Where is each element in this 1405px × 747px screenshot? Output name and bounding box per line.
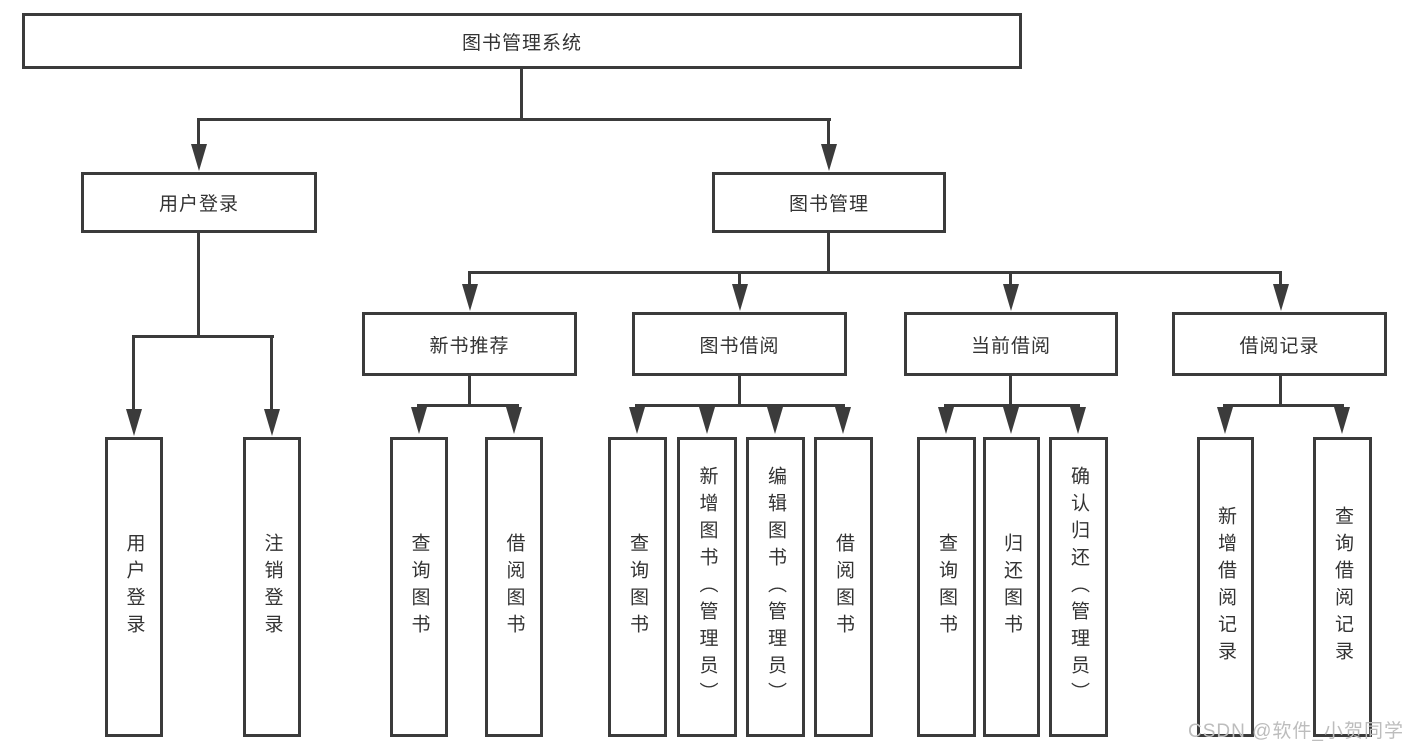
leaf-label: 新增图书（管理员） xyxy=(696,465,718,709)
connector-line xyxy=(738,271,741,289)
connector-line xyxy=(635,404,845,407)
connector-line xyxy=(197,118,200,152)
node-label: 图书借阅 xyxy=(699,335,780,357)
node-book-management: 图书管理 xyxy=(712,172,946,233)
arrow-down-icon xyxy=(1273,284,1289,311)
node-label: 图书管理 xyxy=(788,194,869,215)
leaf-label: 查询借阅记录 xyxy=(1332,506,1353,668)
leaf-label: 借阅图书 xyxy=(503,533,525,641)
leaf-query-books-current: 查询图书 xyxy=(917,437,976,737)
connector-line xyxy=(827,233,830,274)
arrow-down-icon xyxy=(732,284,748,311)
leaf-return-books: 归还图书 xyxy=(983,437,1040,737)
node-label: 图书管理系统 xyxy=(461,32,582,54)
node-root-system: 图书管理系统 xyxy=(22,13,1022,69)
leaf-query-books-borrow: 查询图书 xyxy=(608,437,667,737)
arrow-down-icon xyxy=(629,407,645,434)
arrow-down-icon xyxy=(835,407,851,434)
connector-line xyxy=(1009,271,1012,289)
arrow-down-icon xyxy=(191,144,207,171)
connector-line xyxy=(197,118,831,121)
arrow-down-icon xyxy=(1003,407,1019,434)
node-label: 新书推荐 xyxy=(429,335,510,357)
connector-line xyxy=(738,376,741,407)
leaf-confirm-return-admin: 确认归还（管理员） xyxy=(1049,437,1108,737)
node-label: 当前借阅 xyxy=(970,335,1051,357)
node-borrow-records: 借阅记录 xyxy=(1172,312,1387,376)
leaf-label: 编辑图书（管理员） xyxy=(765,465,786,709)
arrow-down-icon xyxy=(506,407,522,434)
arrow-down-icon xyxy=(126,409,142,436)
connector-line xyxy=(1279,271,1282,289)
connector-line xyxy=(270,335,273,413)
arrow-down-icon xyxy=(462,284,478,311)
leaf-label: 确认归还（管理员） xyxy=(1068,465,1089,709)
connector-line xyxy=(468,271,1282,274)
arrow-down-icon xyxy=(1003,284,1019,311)
connector-line xyxy=(468,271,471,289)
leaf-borrow-books-recommend: 借阅图书 xyxy=(485,437,543,737)
csdn-watermark: CSDN @软件_小贺同学 xyxy=(1188,721,1404,742)
arrow-down-icon xyxy=(1070,407,1086,434)
leaf-user-login: 用户登录 xyxy=(105,437,163,737)
arrow-down-icon xyxy=(938,407,954,434)
leaf-label: 借阅图书 xyxy=(833,533,854,641)
leaf-borrow-books: 借阅图书 xyxy=(814,437,873,737)
leaf-label: 归还图书 xyxy=(1001,533,1022,641)
arrow-down-icon xyxy=(1334,407,1350,434)
connector-line xyxy=(468,376,471,407)
arrow-down-icon xyxy=(1217,407,1233,434)
node-current-borrow: 当前借阅 xyxy=(904,312,1118,376)
connector-line xyxy=(1009,376,1012,407)
leaf-label: 注销登录 xyxy=(261,533,283,641)
node-user-login: 用户登录 xyxy=(81,172,317,233)
node-book-borrow: 图书借阅 xyxy=(632,312,847,376)
leaf-edit-books-admin: 编辑图书（管理员） xyxy=(746,437,805,737)
leaf-query-books-recommend: 查询图书 xyxy=(390,437,448,737)
leaf-logout: 注销登录 xyxy=(243,437,301,737)
connector-line xyxy=(944,404,1080,407)
arrow-down-icon xyxy=(699,407,715,434)
leaf-label: 查询图书 xyxy=(408,533,430,641)
arrow-down-icon xyxy=(264,409,280,436)
connector-line xyxy=(1223,404,1344,407)
arrow-down-icon xyxy=(411,407,427,434)
connector-line xyxy=(197,233,200,338)
connector-line xyxy=(827,118,830,152)
node-label: 借阅记录 xyxy=(1239,335,1320,357)
connector-line xyxy=(132,335,274,338)
connector-line xyxy=(132,335,135,413)
connector-line xyxy=(520,68,523,121)
node-new-book-recommend: 新书推荐 xyxy=(362,312,577,376)
leaf-add-books-admin: 新增图书（管理员） xyxy=(677,437,737,737)
leaf-add-borrow-record: 新增借阅记录 xyxy=(1197,437,1254,737)
connector-line xyxy=(417,404,519,407)
node-label: 用户登录 xyxy=(158,194,239,215)
connector-line xyxy=(1279,375,1282,407)
leaf-label: 新增借阅记录 xyxy=(1215,506,1236,668)
leaf-query-borrow-record: 查询借阅记录 xyxy=(1313,437,1372,737)
arrow-down-icon xyxy=(821,144,837,171)
arrow-down-icon xyxy=(767,407,783,434)
leaf-label: 查询图书 xyxy=(627,533,648,641)
leaf-label: 查询图书 xyxy=(936,533,957,641)
leaf-label: 用户登录 xyxy=(123,533,145,641)
